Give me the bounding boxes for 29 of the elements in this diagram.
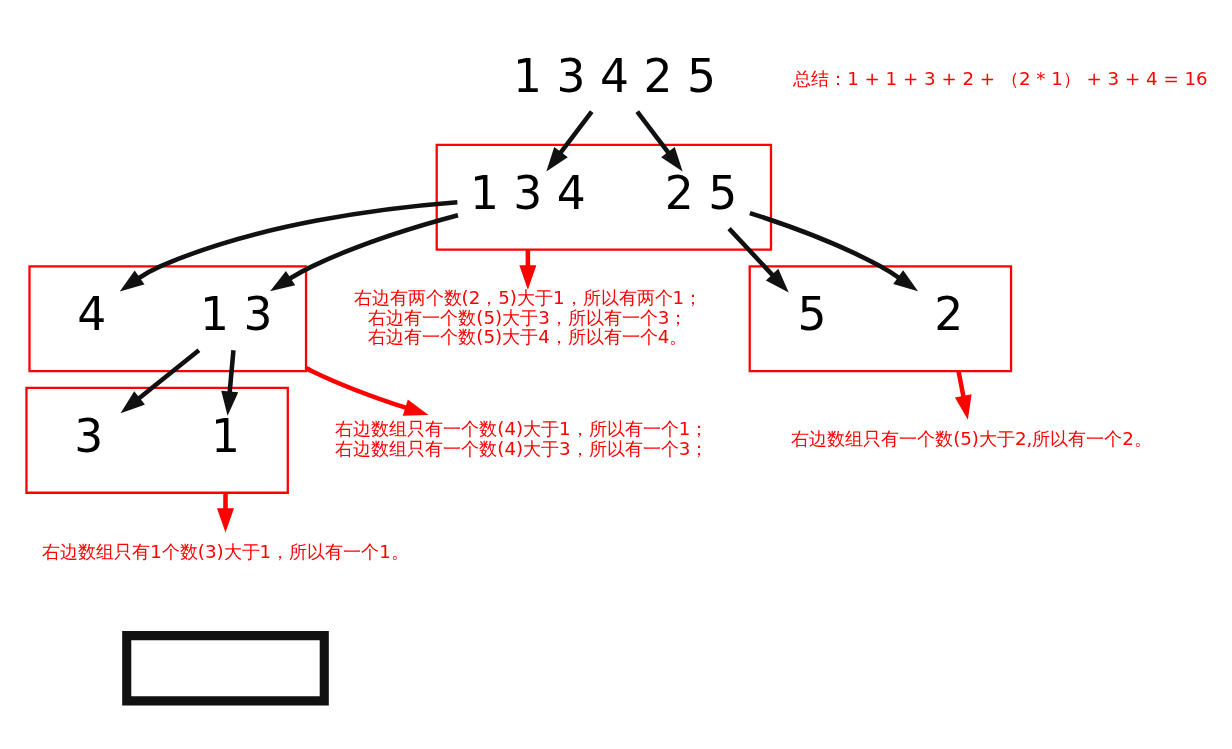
node-text: 右边数组只有一个数(5)大于2,所以有一个2。 [791,427,1152,449]
arrow [120,347,201,413]
node-box [122,630,329,705]
cluster [25,386,289,494]
label: 总结：1 + 1 + 3 + 2 + （2 * 1） + 3 + 4 = 16 [793,67,1208,89]
node-text: 1 3 [199,287,273,341]
arrow [749,210,919,291]
arrow [546,109,594,171]
node-text: 右边数组只有一个数(4)大于1，所以有一个1； 右边数组只有一个数(4)大于3，所以有一个3； [335,417,709,459]
arrow [635,109,683,171]
node-text: 1 3 4 [469,166,586,220]
node-text: 5 [797,287,827,341]
node-text: 2 5 [664,166,738,220]
node-text: 右边有两个数(2，5)大于1，所以有两个1； 右边有一个数(5)大于3，所以有一个3； 右边有一个数(5)大于4，所以有一个4。 [353,286,703,347]
node-text: 1 [211,409,240,463]
cluster [748,264,1013,372]
arrow [270,212,459,291]
arrow [221,349,239,416]
arrow [727,226,789,292]
node-text: 2 [934,287,964,341]
arrow [216,492,235,533]
cluster [28,264,308,372]
node-text: 右边数组只有1个数(3)大于1，所以有一个1。 [42,540,409,562]
node-text: 1 3 4 2 5 [513,49,716,103]
arrow [954,370,972,420]
node-text: 3 [74,409,104,463]
arrow [119,199,458,292]
arrow [304,365,429,416]
node-text: 4 [77,287,107,341]
